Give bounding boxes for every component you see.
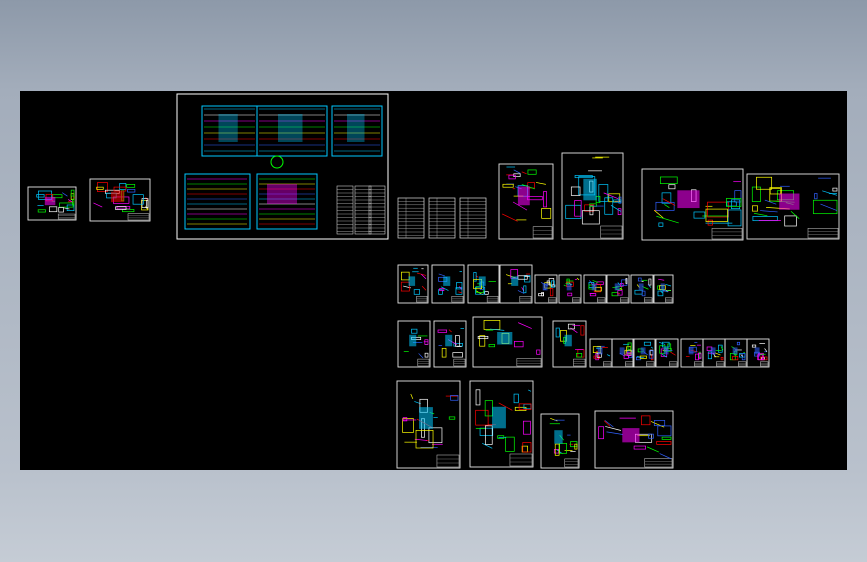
sheet-component-row2-3[interactable] (472, 316, 543, 368)
sheet-sketch-1[interactable] (27, 186, 77, 221)
sheet-component-row1-5[interactable] (534, 274, 558, 304)
sheet-bom-table[interactable] (459, 197, 487, 239)
sheet-component-row2-12[interactable] (746, 338, 770, 368)
sheet-detail-2[interactable] (469, 380, 534, 468)
sheet-component-row1-3[interactable] (467, 264, 500, 304)
sheet-assembly[interactable] (176, 93, 389, 240)
sheet-plate-3[interactable] (641, 168, 744, 241)
sheet-component-row1-2[interactable] (431, 264, 465, 304)
sheet-component-row2-8[interactable] (655, 338, 679, 368)
sheet-bom-table[interactable] (428, 197, 456, 239)
sheet-component-row1-7[interactable] (583, 274, 607, 304)
sheet-component-row2-6[interactable] (611, 338, 635, 368)
sheet-component-row1-8[interactable] (606, 274, 630, 304)
sheet-component-row2-2[interactable] (433, 320, 467, 368)
sheet-plate-4[interactable] (746, 173, 840, 240)
sheet-component-row2-7[interactable] (632, 338, 656, 368)
sheet-detail-3[interactable] (540, 413, 580, 469)
sheet-detail-4[interactable] (594, 410, 674, 469)
sheet-plate-1[interactable] (498, 163, 554, 240)
cad-drawing-canvas[interactable] (20, 91, 847, 470)
sheet-detail-1[interactable] (396, 380, 461, 469)
sheet-component-row1-10[interactable] (653, 274, 674, 304)
sheet-component-row2-4[interactable] (552, 320, 587, 368)
sheet-component-row1-9[interactable] (630, 274, 654, 304)
sheet-component-row2-1[interactable] (397, 320, 431, 368)
cad-drawing-layer (27, 93, 840, 469)
sheet-plate-2[interactable] (561, 152, 624, 240)
sheet-component-row1-1[interactable] (397, 264, 429, 304)
sheet-bom-table[interactable] (397, 197, 425, 239)
sheet-component-row1-6[interactable] (558, 274, 582, 304)
sheet-sketch-2[interactable] (89, 178, 151, 222)
sheet-component-row1-4[interactable] (499, 264, 533, 304)
